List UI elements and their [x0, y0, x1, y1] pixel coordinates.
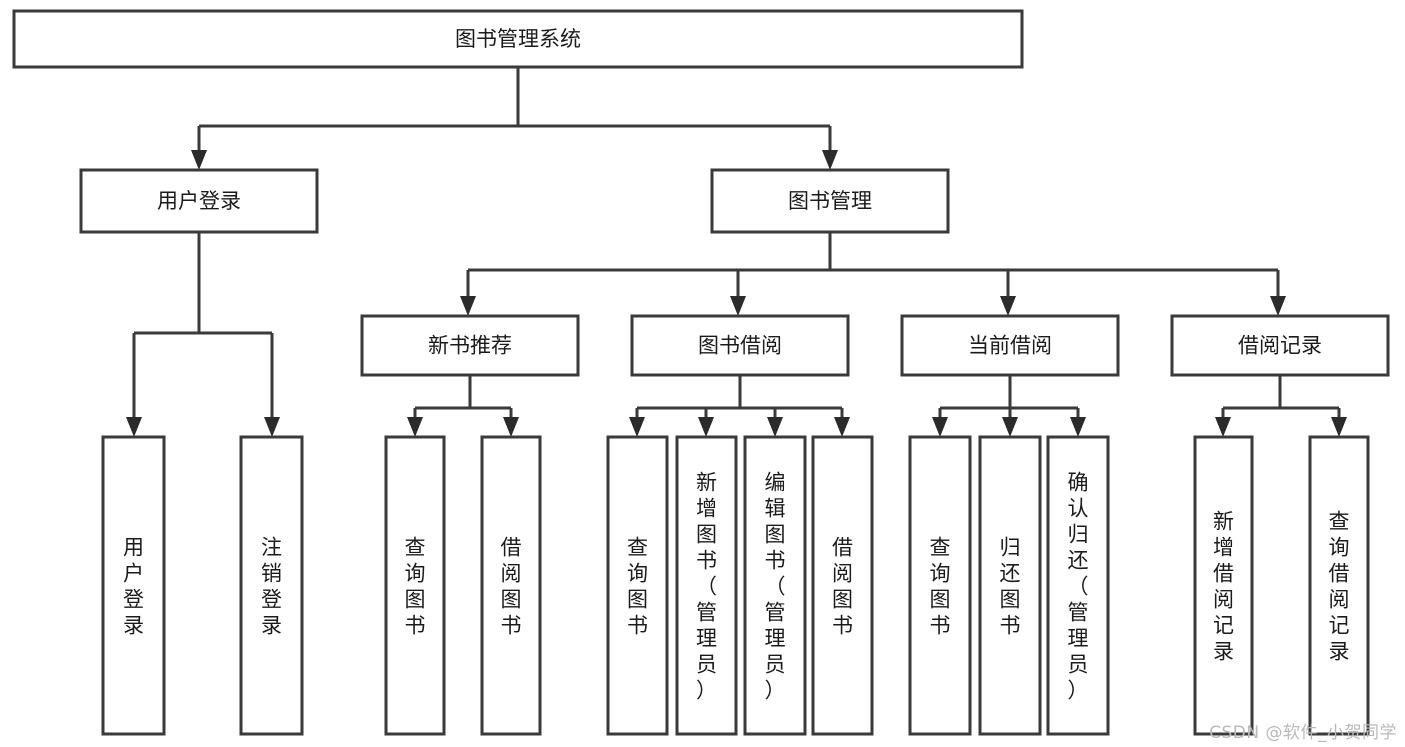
- node-box: [606, 435, 669, 736]
- node-box: [384, 435, 446, 736]
- node-label: 查询图书: [405, 536, 426, 638]
- node-label: 图书借阅: [698, 334, 782, 358]
- node-box: [1046, 435, 1110, 736]
- arrow-head-icon: [629, 417, 645, 437]
- node-box: [978, 435, 1042, 736]
- node-level2[interactable]: 图书管理: [710, 168, 950, 234]
- node-leaf[interactable]: 确认归还（管理员）: [1046, 435, 1110, 736]
- node-leaf[interactable]: 归还图书: [978, 435, 1042, 736]
- node-leaf[interactable]: 用户登录: [101, 435, 166, 736]
- node-leaf[interactable]: 查询借阅记录: [1308, 435, 1370, 736]
- connector-layer: [132, 67, 1341, 418]
- node-leaf[interactable]: 查询图书: [384, 435, 446, 736]
- arrow-head-icon: [1070, 417, 1086, 437]
- node-label: 查询图书: [627, 536, 648, 638]
- arrow-head-icon: [191, 150, 207, 170]
- node-box: [1308, 435, 1370, 736]
- arrow-head-icon: [698, 417, 714, 437]
- arrow-head-icon: [407, 417, 423, 437]
- arrow-head-icon: [126, 417, 142, 437]
- watermark-label: CSDN @软件_小贺同学: [1209, 723, 1397, 743]
- node-box: [239, 435, 304, 736]
- node-leaf[interactable]: 借阅图书: [811, 435, 874, 736]
- node-leaf[interactable]: 新增图书（管理员）: [675, 435, 738, 736]
- node-leaf[interactable]: 注销登录: [239, 435, 304, 736]
- node-label: 确认归还（管理员）: [1068, 471, 1089, 703]
- node-box: [1193, 435, 1254, 736]
- node-label: 查询借阅记录: [1329, 510, 1350, 664]
- node-label: 新增借阅记录: [1213, 510, 1234, 664]
- node-label: 新书推荐: [428, 334, 512, 358]
- arrow-head-icon: [1000, 296, 1016, 316]
- node-box: [360, 314, 580, 377]
- node-root[interactable]: 图书管理系统: [12, 9, 1024, 69]
- node-label: 归还图书: [1000, 536, 1021, 638]
- node-box: [710, 168, 950, 234]
- arrow-head-icon: [264, 417, 280, 437]
- arrow-head-icon: [460, 296, 476, 316]
- node-box: [1170, 314, 1390, 377]
- node-box: [101, 435, 166, 736]
- node-box: [743, 435, 807, 736]
- node-label: 当前借阅: [968, 334, 1052, 358]
- arrow-head-icon: [1331, 417, 1347, 437]
- node-leaf[interactable]: 编辑图书（管理员）: [743, 435, 807, 736]
- node-level3[interactable]: 新书推荐: [360, 314, 580, 377]
- arrow-head-icon: [730, 296, 746, 316]
- node-box: [79, 168, 319, 234]
- node-label: 查询图书: [930, 536, 951, 638]
- arrow-head-icon: [1270, 296, 1286, 316]
- node-label: 借阅图书: [501, 536, 522, 638]
- node-level3[interactable]: 借阅记录: [1170, 314, 1390, 377]
- node-label: 用户登录: [157, 189, 241, 213]
- node-label: 借阅图书: [832, 536, 853, 638]
- node-box: [480, 435, 542, 736]
- node-label: 借阅记录: [1238, 334, 1322, 358]
- node-label: 新增图书（管理员）: [696, 471, 717, 703]
- node-leaf[interactable]: 查询图书: [606, 435, 669, 736]
- arrow-head-icon: [503, 417, 519, 437]
- node-label: 编辑图书（管理员）: [765, 471, 786, 703]
- node-box: [630, 314, 850, 377]
- node-box: [12, 9, 1024, 69]
- node-leaf[interactable]: 新增借阅记录: [1193, 435, 1254, 736]
- arrow-head-icon: [1002, 417, 1018, 437]
- node-level3[interactable]: 当前借阅: [900, 314, 1120, 377]
- node-label: 用户登录: [123, 536, 144, 638]
- arrow-head-icon: [767, 417, 783, 437]
- arrow-head-layer: [126, 150, 1347, 437]
- node-box: [675, 435, 738, 736]
- node-box: [908, 435, 972, 736]
- node-box: [811, 435, 874, 736]
- node-level2[interactable]: 用户登录: [79, 168, 319, 234]
- node-label: 图书管理系统: [455, 27, 581, 51]
- node-leaf[interactable]: 查询图书: [908, 435, 972, 736]
- node-layer: 图书管理系统用户登录图书管理新书推荐图书借阅当前借阅借阅记录用户登录注销登录查询…: [12, 9, 1390, 736]
- arrow-head-icon: [822, 150, 838, 170]
- node-box: [900, 314, 1120, 377]
- arrow-head-icon: [1215, 417, 1231, 437]
- node-label: 图书管理: [788, 189, 872, 213]
- node-level3[interactable]: 图书借阅: [630, 314, 850, 377]
- node-label: 注销登录: [261, 536, 282, 638]
- arrow-head-icon: [834, 417, 850, 437]
- arrow-head-icon: [932, 417, 948, 437]
- node-leaf[interactable]: 借阅图书: [480, 435, 542, 736]
